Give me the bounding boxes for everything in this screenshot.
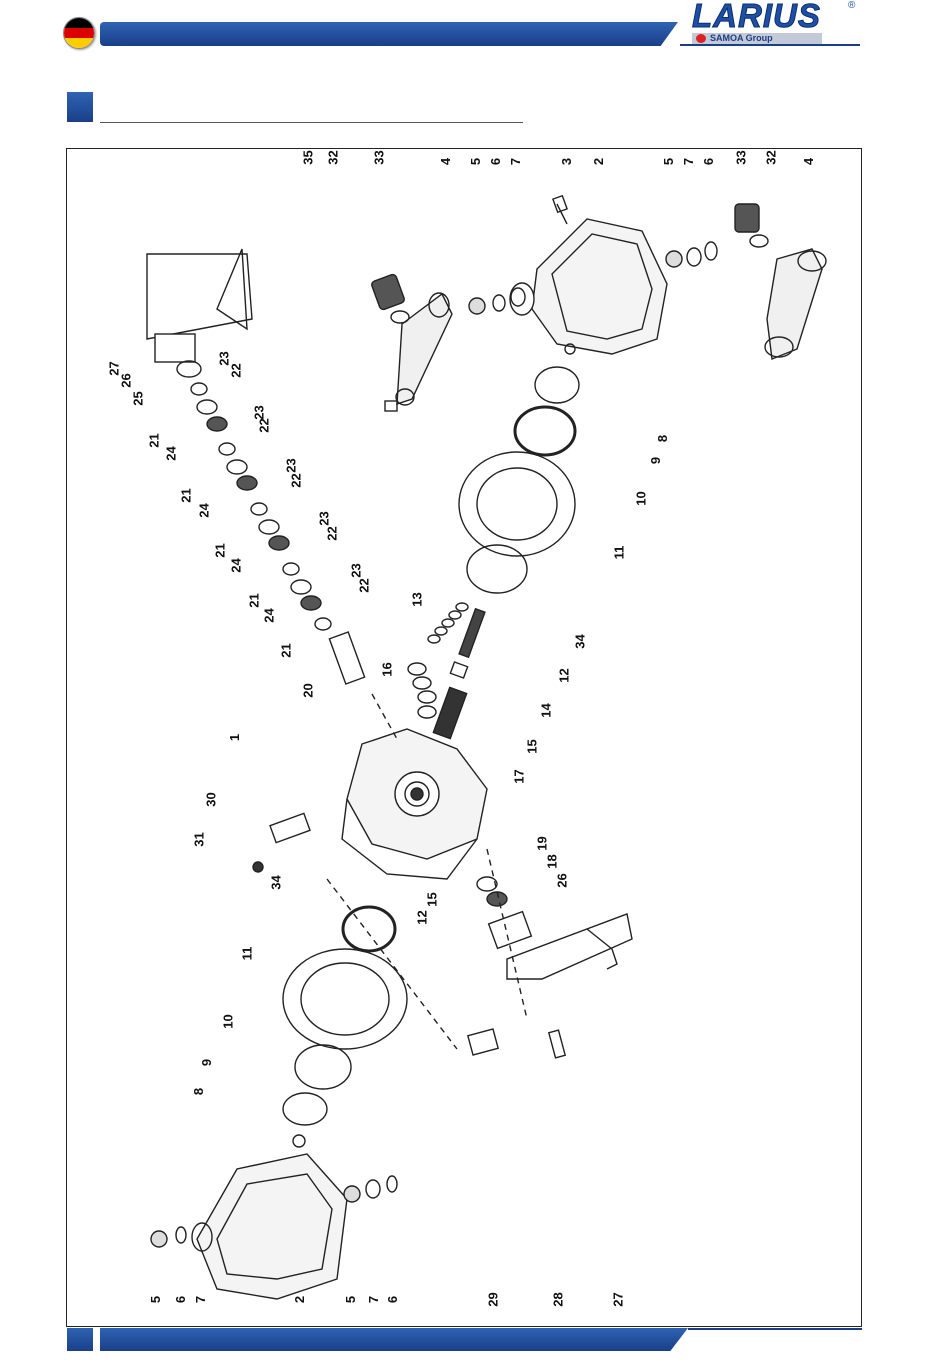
central-body (342, 729, 487, 879)
callout-label: 12 (416, 910, 429, 924)
callout-label: 11 (240, 947, 253, 961)
callout-label: 5 (469, 158, 482, 165)
callout-label: 33 (373, 150, 386, 164)
callout-label: 12 (558, 668, 571, 682)
callout-label: 26 (556, 873, 569, 887)
callout-label: 15 (426, 892, 439, 906)
callout-label: 7 (682, 158, 695, 165)
callout-label: 10 (222, 1014, 235, 1028)
callout-label: 7 (367, 1296, 380, 1303)
callout-label: 22 (358, 578, 371, 592)
callout-label: 26 (120, 373, 133, 387)
callout-label: 32 (327, 150, 340, 164)
diaphragm-stack-right (459, 344, 579, 593)
callout-label: 23 (350, 563, 363, 577)
bracket-bottom (468, 877, 632, 1058)
group-name: SAMOA Group (710, 33, 773, 43)
inlet-pipe-right (666, 204, 826, 359)
callout-label: 6 (489, 158, 502, 165)
callout-label: 15 (526, 739, 539, 753)
footer-rule (688, 1328, 862, 1330)
callout-label: 20 (302, 683, 315, 697)
section-marker (67, 92, 93, 122)
callout-label: 23 (318, 511, 331, 525)
footer-marker (67, 1328, 93, 1351)
callout-label: 4 (802, 158, 815, 165)
callout-label: 7 (194, 1296, 207, 1303)
brand-name: LARIUS (692, 0, 842, 32)
callout-label: 5 (662, 158, 675, 165)
callout-label: 6 (386, 1296, 399, 1303)
exploded-view-frame: 35 32 33 4 5 6 7 3 2 5 7 6 33 32 4 27 26… (66, 148, 862, 1327)
callout-label: 24 (198, 503, 211, 517)
callout-label: 21 (248, 593, 261, 607)
spool-assembly (408, 603, 485, 739)
callout-label: 28 (552, 1292, 565, 1306)
callout-label: 32 (765, 150, 778, 164)
callout-label: 7 (509, 158, 522, 165)
header-bar (100, 22, 678, 46)
callout-label: 9 (200, 1059, 213, 1066)
callout-label: 18 (546, 854, 559, 868)
callout-label: 17 (513, 769, 526, 783)
registered-mark: ® (848, 0, 855, 11)
exploded-view-drawing (67, 149, 863, 1328)
callout-label: 24 (230, 558, 243, 572)
inlet-pipe-left (385, 293, 452, 411)
diaphragm-stack-left (253, 813, 407, 1147)
callout-label: 6 (174, 1296, 187, 1303)
callout-label: 24 (263, 608, 276, 622)
callout-label: 1 (228, 734, 241, 741)
callout-label: 34 (574, 634, 587, 648)
callout-label: 9 (649, 457, 662, 464)
callout-label: 5 (149, 1296, 162, 1303)
piston-ring-stack (147, 249, 365, 684)
callout-label: 13 (411, 592, 424, 606)
group-label: SAMOA Group (692, 33, 822, 44)
callout-label: 4 (439, 158, 452, 165)
callout-label: 22 (230, 363, 243, 377)
callout-label: 8 (192, 1088, 205, 1095)
callout-label: 6 (702, 158, 715, 165)
callout-label: 23 (285, 458, 298, 472)
callout-label: 22 (290, 473, 303, 487)
callout-label: 21 (180, 488, 193, 502)
callout-label: 16 (381, 662, 394, 676)
callout-label: 5 (344, 1296, 357, 1303)
manifold-cover-bottom (151, 1154, 397, 1299)
callout-label: 22 (326, 526, 339, 540)
callout-label: 2 (592, 158, 605, 165)
callout-label: 22 (258, 418, 271, 432)
callout-label: 33 (735, 150, 748, 164)
callout-label: 25 (132, 391, 145, 405)
callout-label: 21 (280, 643, 293, 657)
callout-label: 21 (148, 433, 161, 447)
samoa-mark-icon (696, 34, 706, 43)
callout-label: 21 (214, 543, 227, 557)
callout-label: 3 (560, 158, 573, 165)
callout-label: 8 (656, 435, 669, 442)
manifold-cover-top (510, 196, 667, 354)
callout-label: 30 (205, 792, 218, 806)
callout-label: 35 (302, 150, 315, 164)
callout-label: 11 (612, 546, 625, 560)
section-rule (100, 122, 523, 123)
callout-label: 14 (540, 703, 553, 717)
footer-bar (100, 1328, 688, 1351)
callout-label: 31 (193, 832, 206, 846)
germany-flag-icon (63, 17, 95, 49)
callout-label: 29 (487, 1292, 500, 1306)
callout-label: 24 (165, 446, 178, 460)
callout-label: 34 (270, 875, 283, 889)
callout-label: 19 (536, 836, 549, 850)
callout-label: 2 (293, 1296, 306, 1303)
larius-logo: LARIUS ® SAMOA Group (692, 0, 862, 46)
callout-label: 10 (635, 491, 648, 505)
callout-label: 27 (612, 1292, 625, 1306)
